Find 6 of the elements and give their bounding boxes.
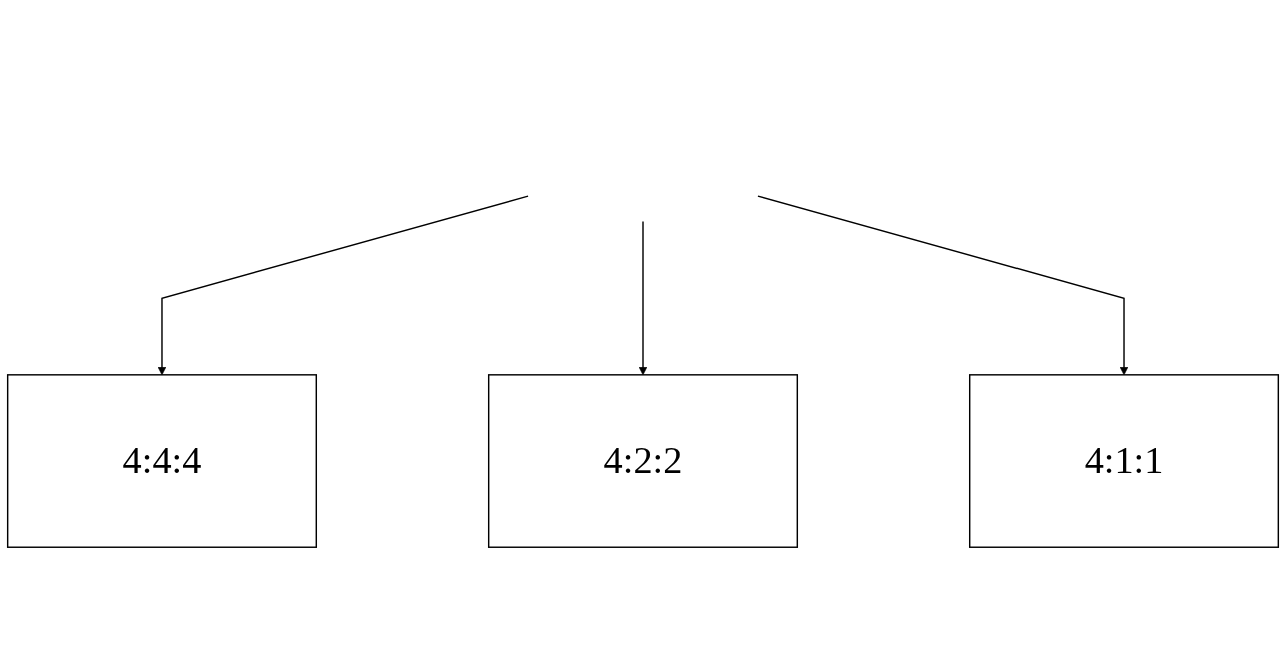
arrow	[757, 195, 1129, 375]
node-box: 4:2:2	[487, 373, 799, 548]
arrow	[638, 220, 648, 375]
node-box: 4:4:4	[6, 373, 317, 548]
node-box: 4:1:1	[969, 373, 1280, 548]
arrow	[157, 195, 529, 375]
